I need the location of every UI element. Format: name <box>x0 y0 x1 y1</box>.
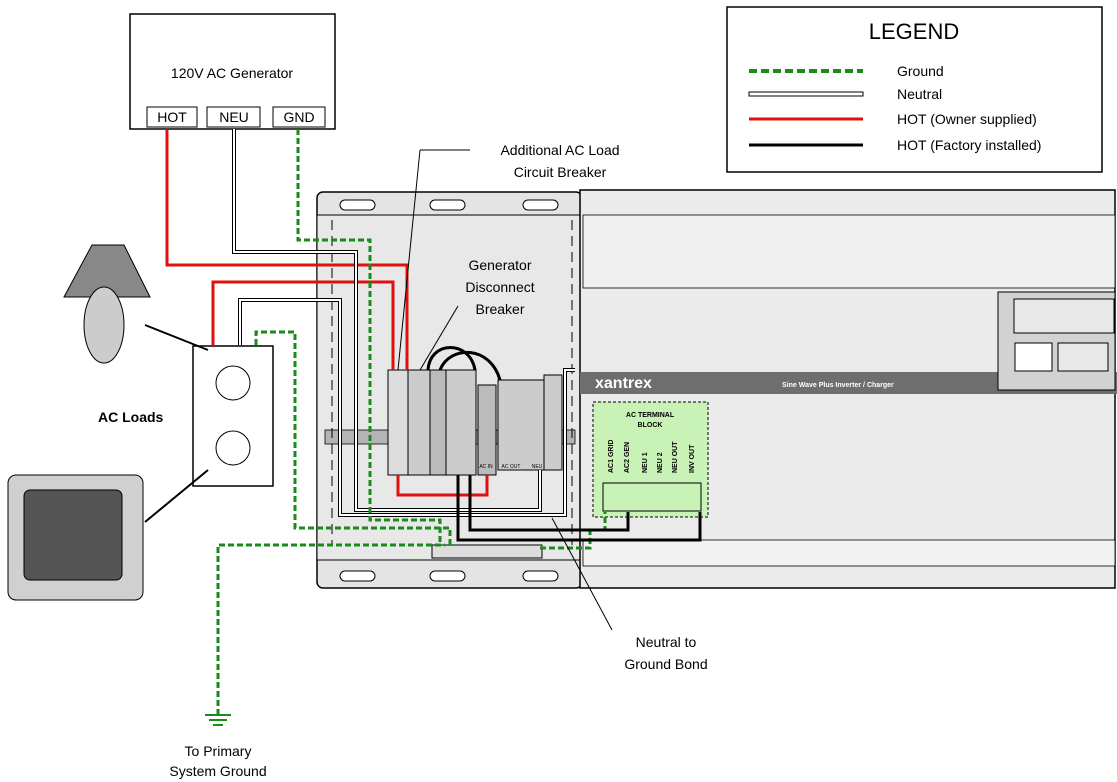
terminal-label-neu1: NEU 1 <box>642 452 649 473</box>
legend: LEGEND Ground Neutral HOT (Owner supplie… <box>726 6 1103 173</box>
generator-terminal-neu <box>206 106 261 128</box>
callout-primary-ground-1: To Primary <box>185 743 252 759</box>
wire-breaker-jumpers <box>426 346 502 381</box>
terminal-label-neu2: NEU 2 <box>657 452 664 473</box>
wire-outlet-ground <box>254 330 452 545</box>
legend-label-neutral: Neutral <box>897 86 942 102</box>
panel-label-ac-in: AC IN <box>479 464 493 470</box>
callout-generator-disconnect-3: Breaker <box>475 301 524 317</box>
generator-terminal-gnd <box>272 106 326 128</box>
terminal-label-ac2-gen: AC2 GEN <box>624 442 631 473</box>
load-arrows <box>144 324 209 523</box>
panel-label-ac-out: AC OUT <box>502 464 521 470</box>
callout-primary-ground-2: System Ground <box>169 763 266 779</box>
generator-terminal-hot <box>146 106 198 128</box>
inverter-body: xantrex Sine Wave Plus Inverter / Charge… <box>579 189 1117 589</box>
generator-disconnect-breaker <box>407 369 431 476</box>
terminal-label-neu-out: NEU OUT <box>672 441 679 473</box>
inverter-brand-band <box>580 372 1117 394</box>
terminal-block-title-2: BLOCK <box>638 422 663 429</box>
television-icon <box>7 474 144 601</box>
callout-leader-generator-disconnect <box>419 305 459 371</box>
wire-generator-hot <box>165 129 409 370</box>
generator-title: 120V AC Generator <box>171 65 294 81</box>
callout-additional-breaker-1: Additional AC Load <box>500 142 619 158</box>
generator-terminal-hot-label: HOT <box>157 109 187 125</box>
callout-neutral-bond-2: Ground Bond <box>624 656 707 672</box>
wire-factory-hot-2 <box>456 475 702 542</box>
wire-breaker-loop-red <box>396 475 489 497</box>
outlet-receptacle-top <box>215 365 251 401</box>
ac-loads-label: AC Loads <box>98 409 164 425</box>
generator-terminal-gnd-label: GND <box>283 109 314 125</box>
ground-bus-bar <box>431 544 543 559</box>
callout-generator-disconnect-2: Disconnect <box>465 279 534 295</box>
callout-leader-neutral-bond <box>551 517 613 631</box>
ac-terminal-block: AC TERMINAL BLOCK AC1 GRID AC2 GEN NEU 1… <box>592 401 709 518</box>
legend-title: LEGEND <box>869 19 959 44</box>
ground-symbol <box>205 714 231 726</box>
wire-generator-ground <box>296 129 442 545</box>
legend-label-ground: Ground <box>897 63 944 79</box>
callout-generator-disconnect-1: Generator <box>468 257 531 273</box>
terminal-label-ac1-grid: AC1 GRID <box>608 440 615 473</box>
legend-label-hot-owner: HOT (Owner supplied) <box>897 111 1037 127</box>
lamp-icon <box>63 244 151 364</box>
inverter-brand: xantrex <box>595 375 652 392</box>
callout-additional-breaker-2: Circuit Breaker <box>514 164 607 180</box>
wire-primary-ground <box>216 543 445 715</box>
display-screen <box>1013 298 1115 334</box>
inverter-model: Sine Wave Plus Inverter / Charger <box>782 382 894 389</box>
breaker-bank: AC IN AC OUT NEU <box>387 369 563 476</box>
generator: 120V AC Generator HOT NEU GND <box>129 13 336 130</box>
legend-swatch-neutral <box>748 91 864 97</box>
outlet-receptacle-bottom <box>215 430 251 466</box>
wire-outlet-hot <box>211 280 395 370</box>
terminal-label-inv-out: INV OUT <box>689 444 696 473</box>
additional-ac-load-breaker <box>387 369 409 476</box>
panel-label-neu: NEU <box>532 464 543 470</box>
generator-terminal-neu-label: NEU <box>219 109 249 125</box>
callout-neutral-bond-1: Neutral to <box>636 634 697 650</box>
ac-outlet <box>192 345 274 487</box>
wire-factory-hot-1 <box>468 475 630 532</box>
legend-label-hot-factory: HOT (Factory installed) <box>897 137 1041 153</box>
terminal-block-title-1: AC TERMINAL <box>626 412 675 419</box>
